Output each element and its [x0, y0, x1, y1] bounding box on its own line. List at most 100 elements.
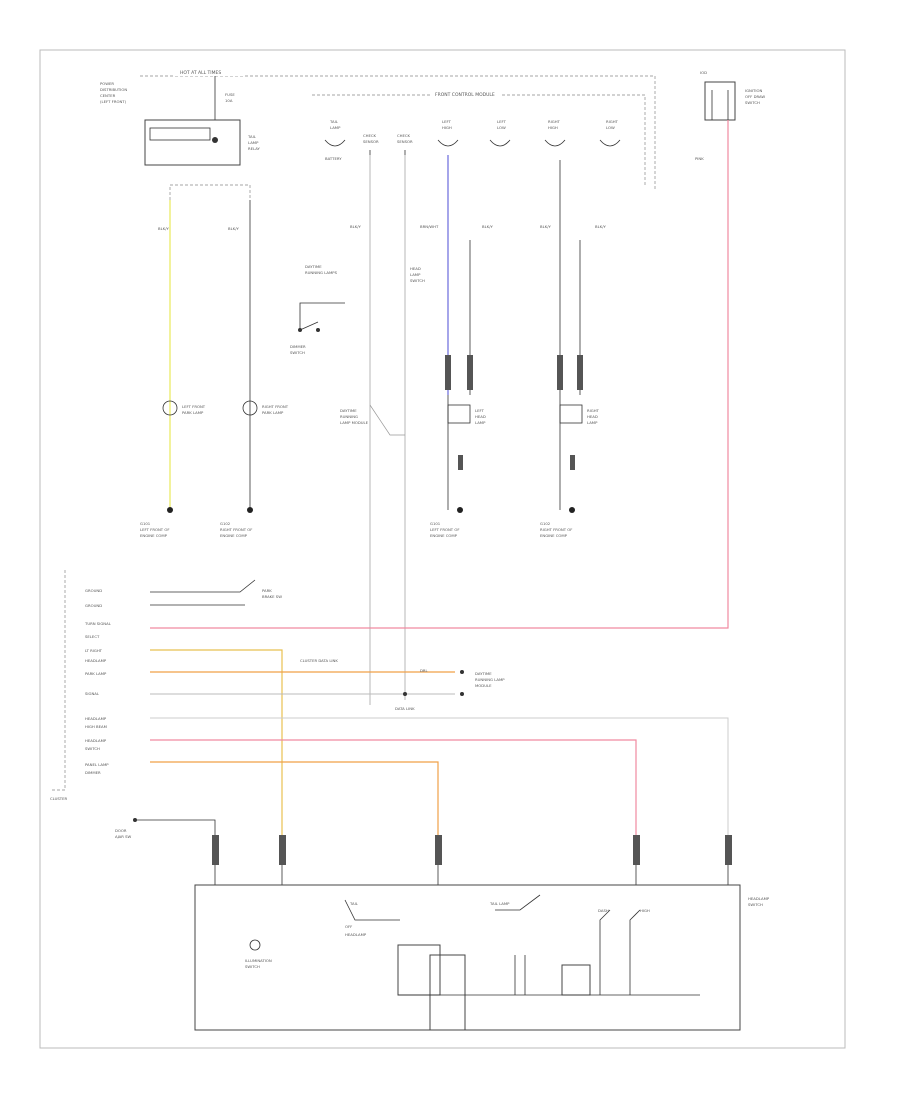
svg-text:FRONT CONTROL MODULE: FRONT CONTROL MODULE: [435, 92, 495, 98]
svg-text:RIGHT: RIGHT: [587, 408, 600, 413]
svg-text:RUNNING: RUNNING: [340, 414, 358, 419]
svg-text:CHECK: CHECK: [397, 133, 411, 138]
svg-text:LEFT: LEFT: [497, 119, 507, 124]
svg-text:SWITCH: SWITCH: [245, 964, 260, 969]
svg-text:G102: G102: [220, 521, 231, 526]
svg-text:AJAR SW: AJAR SW: [115, 834, 132, 839]
svg-text:LAMP MODULE: LAMP MODULE: [340, 420, 369, 425]
svg-text:HIGH BEAM: HIGH BEAM: [85, 724, 107, 729]
svg-text:SENSOR: SENSOR: [363, 139, 379, 144]
svg-text:CENTER: CENTER: [100, 93, 116, 98]
svg-text:LAMP: LAMP: [587, 420, 598, 425]
svg-text:HEAD: HEAD: [475, 414, 486, 419]
svg-text:RUNNING LAMP: RUNNING LAMP: [475, 677, 505, 682]
svg-text:LEFT FRONT: LEFT FRONT: [182, 404, 206, 409]
svg-text:G102: G102: [540, 521, 551, 526]
svg-text:BRN/WHT: BRN/WHT: [420, 224, 439, 229]
wire-gray-2: [150, 717, 729, 835]
svg-text:SWITCH: SWITCH: [410, 278, 425, 283]
top-right-switch: IOD IGNITION OFF DRAW SWITCH PINK: [695, 70, 765, 161]
svg-text:OFF: OFF: [345, 924, 352, 929]
daytime-module: DAYTIME RUNNING LAMP MODULE: [340, 404, 405, 436]
svg-text:RELAY: RELAY: [248, 146, 261, 151]
dash-switch: DOOR AJAR SW: [115, 818, 216, 839]
svg-text:RIGHT FRONT OF: RIGHT FRONT OF: [540, 527, 572, 532]
svg-text:BLK/Y: BLK/Y: [482, 224, 493, 229]
svg-text:SWITCH: SWITCH: [85, 746, 100, 751]
svg-text:ENGINE COMP: ENGINE COMP: [220, 533, 248, 538]
svg-text:TAIL: TAIL: [349, 901, 359, 906]
svg-text:SELECT: SELECT: [85, 634, 100, 639]
svg-text:IOD: IOD: [700, 70, 707, 75]
svg-text:LOW: LOW: [497, 125, 506, 130]
svg-text:DIMMER: DIMMER: [85, 770, 101, 775]
svg-text:TAIL: TAIL: [329, 119, 339, 124]
svg-text:DAYTIME: DAYTIME: [475, 671, 492, 676]
grounds-row: G101 LEFT FRONT OF ENGINE COMP G102 RIGH…: [140, 507, 575, 538]
svg-text:DAYTIME: DAYTIME: [340, 408, 357, 413]
svg-text:HIGH: HIGH: [548, 125, 558, 130]
svg-text:PARK LAMP: PARK LAMP: [85, 671, 107, 676]
svg-text:PARK LAMP: PARK LAMP: [182, 410, 204, 415]
svg-text:DIMMER: DIMMER: [290, 344, 306, 349]
svg-text:LEFT: LEFT: [442, 119, 452, 124]
svg-text:SWITCH: SWITCH: [748, 902, 763, 907]
wire-pink-iod: [150, 120, 729, 629]
svg-text:ENGINE COMP: ENGINE COMP: [140, 533, 168, 538]
svg-text:TURN SIGNAL: TURN SIGNAL: [84, 621, 112, 626]
svg-text:HIGH: HIGH: [442, 125, 452, 130]
svg-text:BLK/Y: BLK/Y: [228, 226, 239, 231]
svg-text:ENGINE COMP: ENGINE COMP: [430, 533, 458, 538]
svg-text:PINK: PINK: [695, 156, 704, 161]
svg-text:POWER: POWER: [100, 81, 114, 86]
svg-text:LAMP: LAMP: [330, 125, 341, 130]
svg-text:LEFT FRONT OF: LEFT FRONT OF: [430, 527, 460, 532]
svg-text:GROUND: GROUND: [85, 588, 102, 593]
svg-text:HEAD: HEAD: [410, 266, 421, 271]
svg-text:DATA LINK: DATA LINK: [395, 706, 415, 711]
svg-text:ILLUMINATION: ILLUMINATION: [245, 958, 272, 963]
svg-text:BATTERY: BATTERY: [325, 156, 342, 161]
svg-text:DRL: DRL: [420, 668, 429, 673]
svg-text:DISTRIBUTION: DISTRIBUTION: [100, 87, 127, 92]
svg-text:SENSOR: SENSOR: [397, 139, 413, 144]
svg-text:SWITCH: SWITCH: [745, 100, 760, 105]
svg-text:FUSE: FUSE: [225, 92, 235, 97]
svg-text:PANEL LAMP: PANEL LAMP: [85, 762, 109, 767]
svg-text:RIGHT: RIGHT: [548, 119, 561, 124]
svg-text:HIGH: HIGH: [640, 908, 650, 913]
headlamp-switch-box: HEADLAMP SWITCH ILLUMINATION SWITCH TAIL…: [194, 884, 770, 1031]
svg-text:LAMP: LAMP: [475, 420, 486, 425]
svg-text:CHECK: CHECK: [363, 133, 377, 138]
right-tail-lamp: RIGHT FRONT PARK LAMP: [242, 400, 289, 416]
right-headlamp: RIGHT HEAD LAMP: [559, 404, 600, 470]
svg-text:PARK: PARK: [262, 588, 272, 593]
svg-text:DAYTIME: DAYTIME: [305, 264, 322, 269]
left-headlamp: LEFT HEAD LAMP: [447, 404, 486, 470]
park-brake-switch: PARK BRAKE SW: [262, 588, 282, 599]
data-link: CLUSTER DATA LINK DRL DAYTIME RUNNING LA…: [300, 658, 505, 711]
svg-text:HEADLAMP: HEADLAMP: [85, 658, 107, 663]
svg-text:G101: G101: [140, 521, 151, 526]
svg-text:LEFT: LEFT: [475, 408, 485, 413]
svg-text:HEADLAMP: HEADLAMP: [85, 738, 107, 743]
svg-text:SIGNAL: SIGNAL: [85, 691, 100, 696]
diagram-border: [39, 49, 846, 1049]
wire-pink-2: [150, 739, 637, 835]
svg-text:TAIL: TAIL: [247, 134, 257, 139]
svg-text:IGNITION: IGNITION: [745, 88, 762, 93]
svg-text:GROUND: GROUND: [85, 603, 102, 608]
svg-text:OFF DRAW: OFF DRAW: [745, 94, 765, 99]
svg-text:MODULE: MODULE: [475, 683, 492, 688]
svg-text:HEADLAMP: HEADLAMP: [345, 932, 367, 937]
svg-text:DASH: DASH: [598, 908, 609, 913]
svg-text:SWITCH: SWITCH: [290, 350, 305, 355]
svg-text:DOOR: DOOR: [115, 828, 127, 833]
